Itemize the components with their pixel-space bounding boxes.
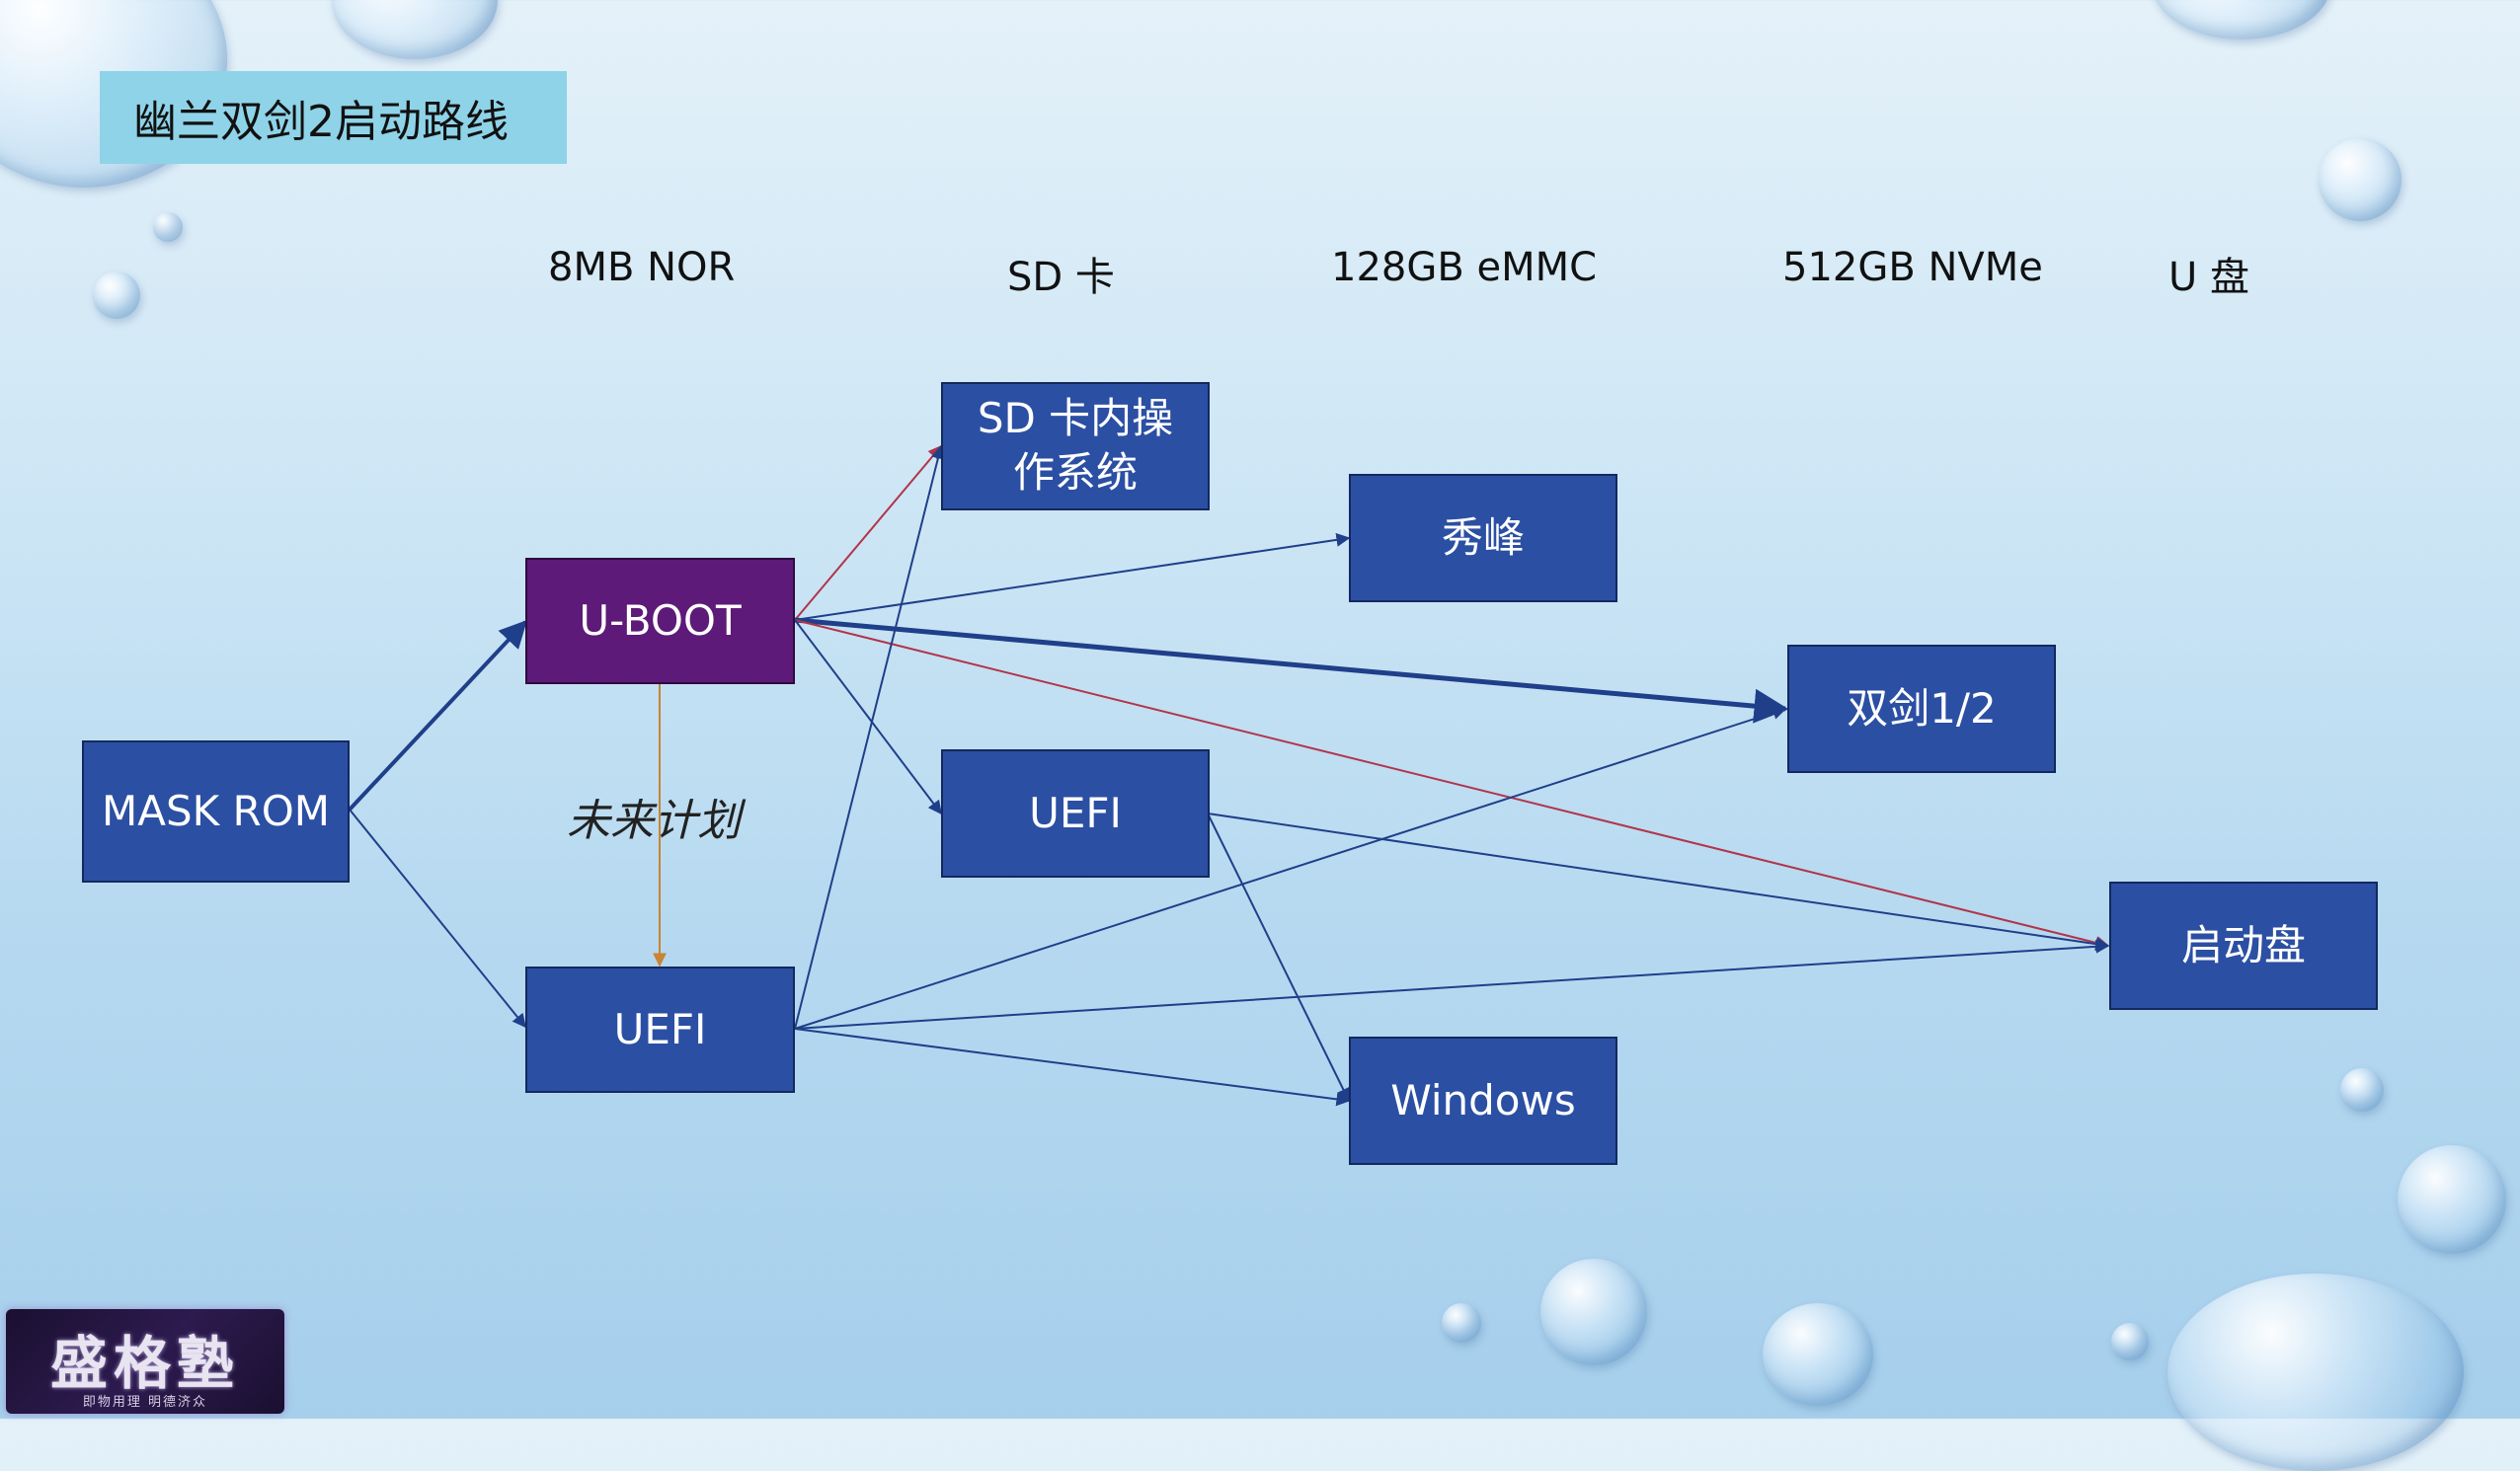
edge-uefi-windows: [794, 1028, 1351, 1107]
brand-logo: 盛格塾 即物用理 明德济众: [6, 1309, 284, 1414]
edge-uboot-sdos: [794, 444, 942, 621]
brand-logo-tagline: 即物用理 明德济众: [82, 1395, 208, 1410]
node-xiufeng-label: 秀峰: [1441, 512, 1525, 562]
node-uefi-nor: UEFI: [525, 967, 795, 1093]
node-uefi-sd-label: UEFI: [1029, 788, 1122, 837]
column-label-emmc: 128GB eMMC: [1331, 245, 1598, 290]
node-windows-label: Windows: [1390, 1075, 1576, 1124]
water-drop-decoration: [2340, 1068, 2384, 1112]
water-drop-decoration: [1540, 1259, 1647, 1365]
column-label-usb: U 盘: [2168, 255, 2249, 300]
node-sd-os-label: SD 卡内操作系统: [977, 394, 1174, 497]
water-drop-decoration: [153, 212, 183, 242]
column-label-sd: SD 卡: [1007, 255, 1115, 300]
water-drop-decoration: [93, 271, 140, 319]
edge-uefi-shuangjian: [794, 706, 1787, 1030]
edge-maskrom-uboot: [348, 619, 527, 812]
edge-uefi-sdos: [794, 444, 945, 1030]
water-drop-decoration: [2319, 138, 2402, 221]
column-label-nvme: 512GB NVMe: [1782, 245, 2043, 290]
brand-logo-text: 盛格塾: [49, 1330, 240, 1397]
column-label-nor: 8MB NOR: [548, 245, 736, 290]
edge-uboot-xiufeng: [794, 532, 1351, 621]
water-drop-decoration: [1763, 1303, 1873, 1406]
node-mask-rom-label: MASK ROM: [102, 786, 330, 835]
node-qidongpan-label: 启动盘: [2180, 920, 2306, 969]
boot-path-arrows: [348, 444, 2110, 1107]
edge-maskrom-uefi: [349, 809, 526, 1029]
node-windows: Windows: [1349, 1037, 1617, 1165]
node-shuangjian-label: 双剑1/2: [1847, 683, 1997, 733]
node-uboot: U-BOOT: [525, 558, 795, 684]
edge-uboot-shuangjian: [794, 617, 1789, 724]
edge-uefi-qidongpan: [794, 939, 2110, 1030]
water-drop-decoration: [2398, 1145, 2506, 1254]
node-uboot-label: U-BOOT: [579, 595, 742, 645]
edge-uboot-qidongpan: [794, 619, 2110, 950]
water-drop-decoration: [2111, 1323, 2149, 1360]
node-shuangjian: 双剑1/2: [1787, 645, 2056, 773]
edge-uboot-uefisd: [794, 619, 942, 815]
node-uefi-sd: UEFI: [941, 749, 1210, 878]
node-qidongpan: 启动盘: [2109, 882, 2378, 1010]
slide-title-text: 幽兰双剑2启动路线: [133, 97, 509, 147]
water-drop-decoration: [1442, 1303, 1481, 1343]
future-plan-note: 未来计划: [567, 796, 741, 846]
edge-uefisd-qidongpan: [1207, 813, 2110, 952]
node-mask-rom: MASK ROM: [82, 740, 350, 883]
slide-title: 幽兰双剑2启动路线: [100, 71, 567, 164]
node-sd-os: SD 卡内操作系统: [941, 382, 1210, 510]
node-xiufeng: 秀峰: [1349, 474, 1617, 602]
edge-uefisd-windows: [1207, 813, 1350, 1103]
node-uefi-nor-label: UEFI: [613, 1004, 707, 1053]
